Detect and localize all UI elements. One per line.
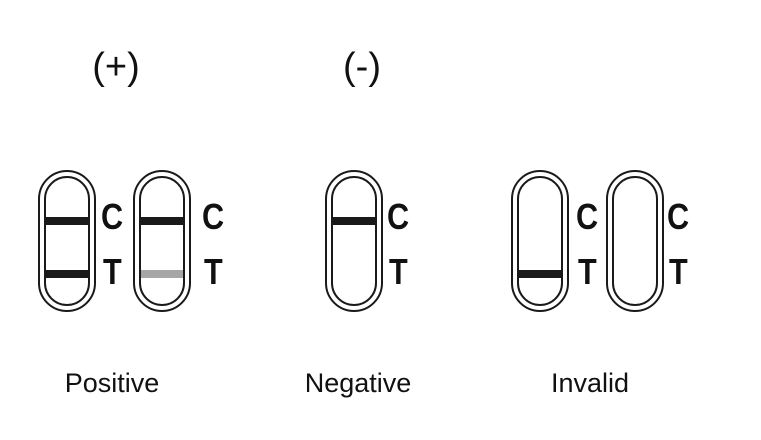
control-marker: C (202, 196, 225, 237)
test-strip-positive-2 (133, 170, 191, 312)
control-line (333, 217, 375, 225)
test-marker: T (669, 251, 688, 292)
test-marker: T (103, 251, 122, 292)
test-marker: T (578, 251, 597, 292)
negative-caption: Negative (304, 368, 412, 398)
control-line (141, 217, 183, 225)
negative-sign: (-) (343, 46, 381, 88)
strip-window (612, 176, 658, 306)
test-marker: T (204, 251, 223, 292)
test-line (519, 270, 561, 278)
invalid-caption: Invalid (550, 368, 630, 398)
positive-caption: Positive (64, 368, 160, 398)
strip-window (331, 176, 377, 306)
test-strip-positive-1 (38, 170, 96, 312)
control-line (46, 217, 88, 225)
test-strip-invalid-1 (511, 170, 569, 312)
control-marker: C (387, 196, 410, 237)
control-marker: C (101, 196, 124, 237)
test-line (141, 270, 183, 278)
test-strip-invalid-2 (606, 170, 664, 312)
control-marker: C (667, 196, 690, 237)
positive-sign: (+) (92, 46, 140, 88)
test-strip-negative (325, 170, 383, 312)
strip-window (139, 176, 185, 306)
control-marker: C (576, 196, 599, 237)
test-marker: T (389, 251, 408, 292)
test-line (46, 270, 88, 278)
strip-window (517, 176, 563, 306)
strip-window (44, 176, 90, 306)
